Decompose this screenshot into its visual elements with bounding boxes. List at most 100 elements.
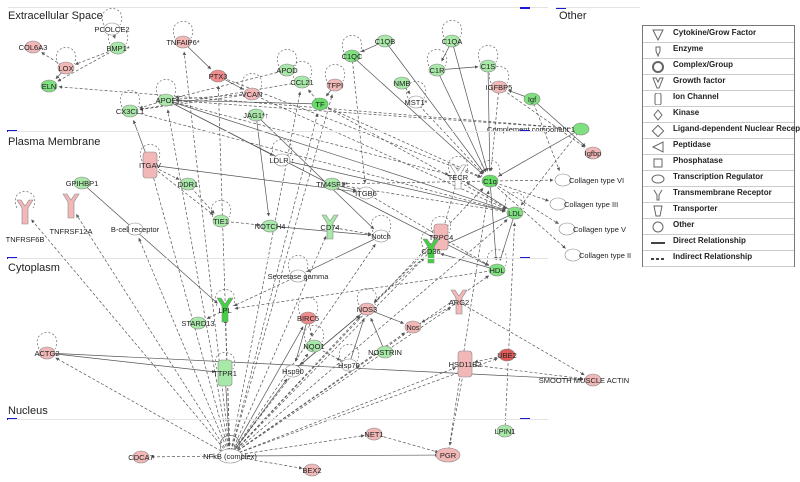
node-arg2[interactable]: ARG2 <box>449 289 469 315</box>
node-lox[interactable]: LOX <box>57 61 75 75</box>
edge-nfkb-pgr <box>229 453 439 457</box>
legend-label: Ligand-dependent Nuclear Receptor <box>673 124 800 133</box>
node-stard13[interactable]: STARD13 <box>181 316 215 330</box>
node-coll6[interactable]: Collagen type VI <box>554 173 624 187</box>
node-notch[interactable]: Notch <box>371 229 391 243</box>
node-tfpi[interactable]: TFPI <box>326 78 344 92</box>
node-ldlr[interactable]: LDLR ↑ <box>269 153 295 167</box>
node-itgb6[interactable]: ITGB6 <box>355 186 377 200</box>
node-tecr[interactable]: TECR <box>448 164 469 190</box>
node-trpc4[interactable]: TRPC4 <box>429 223 454 251</box>
node-label: Complement component 1 <box>487 125 575 134</box>
node-label: UBE2 <box>497 351 517 360</box>
node-col6a3[interactable]: COL6A3 <box>19 40 48 54</box>
legend-label: Transporter <box>673 204 718 213</box>
node-tnfrsf12a[interactable]: TNFRSF12A <box>50 193 93 236</box>
node-ube2[interactable]: UBE2 <box>497 348 517 362</box>
node-shape <box>126 222 144 236</box>
node-net1[interactable]: NET1 <box>364 427 384 441</box>
node-shape <box>343 49 361 63</box>
node-nqo1[interactable]: NQO1 <box>303 339 325 353</box>
node-shape <box>212 214 230 228</box>
self-loop-vcan <box>241 73 263 91</box>
node-c1qc[interactable]: C1QC <box>342 49 363 63</box>
transcription-regulator-icon <box>651 172 665 184</box>
node-cdca7[interactable]: CDCA7 <box>128 450 154 464</box>
node-nmb[interactable]: NMB <box>393 76 411 90</box>
node-hsp90[interactable]: Hsp90 <box>282 364 304 378</box>
node-c1s[interactable]: C1S <box>479 59 497 73</box>
node-c1q[interactable]: C1q <box>481 174 499 188</box>
node-cx3cl1[interactable]: CX3CL1 <box>116 104 144 118</box>
node-ttpr1[interactable]: TTPR1 <box>213 359 237 387</box>
node-shape <box>340 358 358 372</box>
node-tie1[interactable]: TIE1 <box>212 214 230 228</box>
edge-gpihbp1-lpl <box>81 182 218 304</box>
node-nostrin[interactable]: NOSTRIN <box>368 345 402 359</box>
edge-cc1-ldl <box>520 128 582 206</box>
node-ddr1[interactable]: DDR1 <box>178 177 198 191</box>
node-lpin1[interactable]: LPIN1 <box>495 424 516 438</box>
node-apod[interactable]: APOD <box>276 63 298 77</box>
legend-item: Peptidase <box>643 138 794 155</box>
relationship-edges <box>14 8 586 470</box>
legend-label: Cytokine/Grow Factor <box>673 28 757 37</box>
node-ptx3[interactable]: PTX3 <box>209 69 228 83</box>
node-gpihbp1[interactable]: GPIHBP1 <box>66 176 99 190</box>
node-ccl21[interactable]: CCL21 <box>290 75 314 89</box>
node-tm4sf1[interactable]: TM4SF1* <box>316 177 348 191</box>
transmembrane-receptor-icon <box>651 188 665 201</box>
node-jag1[interactable]: JAG1*↑ <box>243 108 269 122</box>
node-nos[interactable]: Nos <box>404 320 422 334</box>
node-cc1[interactable]: Complement component 1 <box>487 122 590 136</box>
node-coll2[interactable]: Collagen type II <box>564 248 631 262</box>
node-shape <box>393 76 411 90</box>
node-nos3[interactable]: NOS3 <box>357 302 377 316</box>
edge-igf-igfbp <box>531 98 586 147</box>
edge-lpl-stard13 <box>206 309 226 319</box>
node-coll5[interactable]: Collagen type V <box>558 222 626 236</box>
node-vcan[interactable]: VCAN <box>242 87 263 101</box>
edge-nfkb-itgav <box>151 174 231 457</box>
node-itgav[interactable]: ITGAV <box>139 151 161 179</box>
edge-c1qc-c1q <box>351 55 483 175</box>
node-shape <box>303 463 321 477</box>
node-pcolce2[interactable]: PCOLCE2 <box>94 22 130 36</box>
node-hsd11b2[interactable]: HSD11B2 <box>449 350 482 378</box>
node-igfbp5[interactable]: IGFBP5 <box>486 80 513 94</box>
node-hdl[interactable]: HDL <box>488 263 506 277</box>
node-tnfrsf6b[interactable]: TNFRSF6B <box>6 199 45 244</box>
node-c1qb[interactable]: C1QB <box>375 34 395 48</box>
edge-pgr-c1q <box>447 190 490 456</box>
node-ldl[interactable]: LDL <box>506 206 524 220</box>
node-tnfaip6[interactable]: TNFAIP6* <box>166 35 200 49</box>
node-bex2[interactable]: BEX2 <box>302 463 322 477</box>
node-actg2[interactable]: ACTG2 <box>34 346 60 360</box>
node-c1r[interactable]: C1R <box>428 63 446 77</box>
phosphatase-icon <box>651 156 665 168</box>
node-cd36[interactable]: CD36 <box>421 238 441 264</box>
node-secgamma[interactable]: Secretase gamma <box>268 269 330 283</box>
node-eln[interactable]: ELN <box>40 79 58 93</box>
node-c1qa[interactable]: C1QA <box>442 34 462 48</box>
node-shape <box>479 59 497 73</box>
node-mst1[interactable]: MST1* <box>405 95 428 109</box>
node-coll3[interactable]: Collagen type III <box>549 197 618 211</box>
node-igf[interactable]: Igf <box>523 92 541 106</box>
legend-label: Indirect Relationship <box>673 252 753 261</box>
node-lpl[interactable]: LPL <box>216 297 234 323</box>
node-pgr[interactable]: PGR <box>435 447 461 463</box>
legend-item: Direct Relationship <box>643 234 794 251</box>
node-bcell[interactable]: B-cell receptor <box>111 222 160 236</box>
node-apoe[interactable]: APOE <box>156 93 177 107</box>
node-cd74[interactable]: CD74 <box>320 214 340 240</box>
node-notch4[interactable]: NOTCH4 <box>255 219 286 233</box>
node-hsp70[interactable]: Hsp70 <box>338 358 360 372</box>
node-bmp1[interactable]: BMP1* <box>106 41 130 55</box>
node-birc5[interactable]: BIRC5 <box>297 311 319 325</box>
node-sma[interactable]: SMOOTH MUSCLE ACTIN <box>539 373 629 387</box>
node-igfbp[interactable]: Igfbp <box>585 146 602 160</box>
node-tf[interactable]: TF <box>311 97 329 111</box>
node-nfkb[interactable]: NFkB (complex) <box>203 448 257 464</box>
